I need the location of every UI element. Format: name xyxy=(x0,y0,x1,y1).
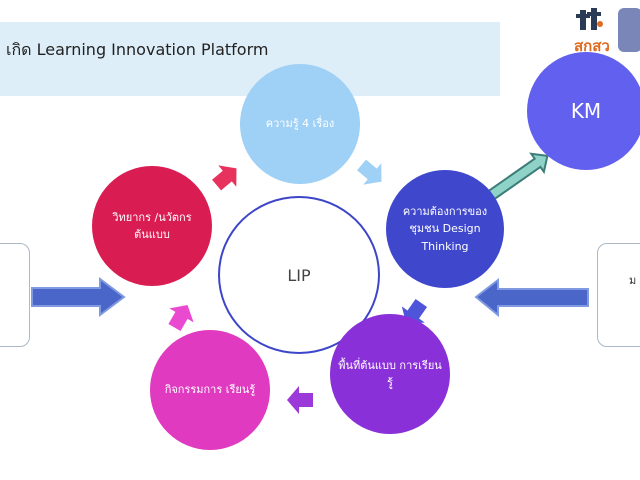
node-needs-label: ความต้องการของ ชุมชน Design Thinking xyxy=(402,205,488,253)
node-space: พื้นที่ต้นแบบ การเรียนรู้ xyxy=(330,314,450,434)
node-knowledge: ความรู้ 4 เรื่อง xyxy=(240,64,360,184)
right-box xyxy=(597,243,640,347)
logo-mark-icon xyxy=(576,8,640,52)
cycle-arrow-icon xyxy=(357,159,382,185)
cycle-arrow-icon xyxy=(287,386,313,414)
cycle-arrow-icon xyxy=(168,305,194,332)
title-band xyxy=(0,22,500,96)
side-arrow-icon xyxy=(474,277,589,318)
right-box-text: ม xyxy=(629,274,637,287)
node-knowledge-label: ความรู้ 4 เรื่อง xyxy=(265,117,335,131)
side-arrow-icon xyxy=(31,277,126,317)
page-title: เกิด Learning Innovation Platform xyxy=(6,40,269,59)
left-box xyxy=(0,243,30,347)
cycle-arrow-icon xyxy=(212,165,237,191)
node-km: KM xyxy=(527,52,640,170)
node-space-label: พื้นที่ต้นแบบ การเรียนรู้ xyxy=(338,358,442,389)
node-resource: วิทยากร /นวัตกร ต้นแบบ xyxy=(92,166,212,286)
center-label: LIP xyxy=(287,265,311,285)
node-needs: ความต้องการของ ชุมชน Design Thinking xyxy=(386,170,504,288)
node-activity: กิจกรรมการ เรียนรู้ xyxy=(150,330,270,450)
logo-text: สกสว xyxy=(574,37,610,55)
node-resource-label: วิทยากร /นวัตกร ต้นแบบ xyxy=(112,210,192,241)
node-activity-label: กิจกรรมการ เรียนรู้ xyxy=(164,383,256,397)
node-km-label: KM xyxy=(570,98,602,123)
